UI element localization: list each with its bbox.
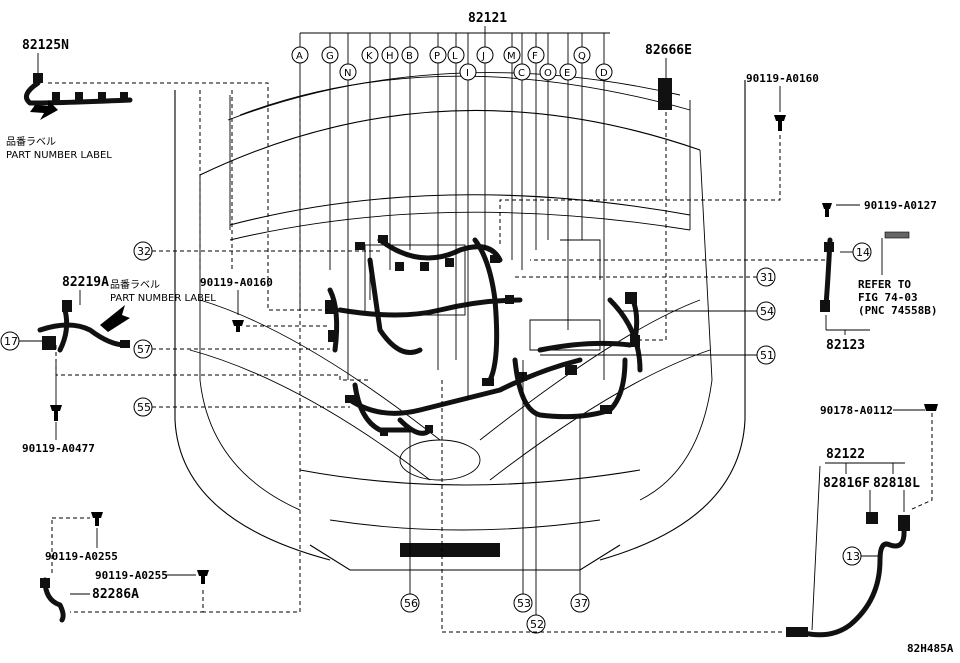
letter-P: P	[429, 33, 447, 370]
svg-text:90119-A0255: 90119-A0255	[95, 569, 168, 582]
svg-text:51: 51	[760, 349, 774, 362]
letter-K: K	[361, 33, 379, 300]
svg-text:17: 17	[4, 335, 18, 348]
label-arrow-icon	[30, 100, 58, 120]
letter-G: G	[321, 33, 339, 270]
right-callouts: 31 54 51	[515, 267, 776, 365]
svg-text:D: D	[600, 68, 608, 79]
part-number-82219A: 82219A	[62, 275, 109, 290]
svg-text:REFER TO: REFER TO	[858, 278, 911, 291]
car-body-outline	[174, 72, 746, 571]
letter-L: L	[447, 33, 465, 360]
svg-text:14: 14	[856, 246, 870, 259]
label-jp-2: 品番ラベル	[110, 279, 160, 291]
letter-Q: Q	[573, 33, 591, 240]
svg-text:F: F	[532, 51, 538, 62]
svg-text:L: L	[452, 51, 458, 62]
letter-E: E	[559, 33, 577, 330]
part-82666E: 82666E	[640, 43, 692, 341]
callout-letters: A G N K H B P L I J M C F O E Q D	[291, 33, 613, 400]
letter-A: A	[291, 33, 309, 310]
svg-text:90119-A0160: 90119-A0160	[746, 72, 819, 85]
part-number-82816F: 82816F	[823, 476, 870, 491]
part-82286A: 90119-A0255 90119-A0255 82286A	[40, 90, 301, 623]
svg-text:90178-A0112: 90178-A0112	[820, 404, 893, 417]
svg-text:A: A	[296, 51, 303, 62]
label-en-1: PART NUMBER LABEL	[6, 150, 112, 161]
svg-text:K: K	[366, 51, 373, 62]
svg-text:90119-A0477: 90119-A0477	[22, 442, 95, 455]
svg-text:G: G	[326, 51, 334, 62]
label-en-2: PART NUMBER LABEL	[110, 293, 216, 304]
svg-text:90119-A0127: 90119-A0127	[864, 199, 937, 212]
part-number-82286A: 82286A	[92, 587, 139, 602]
letter-D: D	[595, 33, 613, 380]
bolt-90119-A0160-top: 90119-A0160	[499, 72, 819, 245]
part-82123-assembly: 90119-A0127 14 REFER TO FIG 74-03 (PNC 7…	[530, 199, 937, 353]
part-number-82122: 82122	[826, 447, 865, 462]
letter-H: H	[381, 33, 399, 270]
svg-text:I: I	[466, 68, 469, 79]
part-number-82125N: 82125N	[22, 38, 69, 53]
svg-text:54: 54	[760, 305, 774, 318]
figure-code: 82H485A	[907, 642, 954, 655]
svg-text:52: 52	[530, 618, 544, 631]
letter-J: J	[476, 33, 494, 250]
svg-text:H: H	[386, 51, 394, 62]
svg-text:B: B	[406, 51, 413, 62]
svg-text:P: P	[434, 51, 440, 62]
letter-C: C	[513, 33, 531, 270]
letter-N: N	[339, 33, 357, 380]
bottom-callouts: 56 53 52 37	[400, 360, 785, 634]
left-callouts: 32 57 55	[133, 241, 380, 417]
letter-O: O	[539, 33, 557, 240]
svg-text:(PNC 74558B): (PNC 74558B)	[858, 304, 937, 317]
svg-text:J: J	[481, 51, 485, 62]
svg-text:Q: Q	[578, 51, 586, 62]
part-number-82666E: 82666E	[645, 43, 692, 58]
engine-harness	[325, 235, 643, 436]
letter-B: B	[401, 33, 419, 250]
svg-text:37: 37	[574, 597, 588, 610]
label-jp-1: 品番ラベル	[6, 136, 56, 148]
part-82219A: 82219A 品番ラベル PART NUMBER LABEL 17 90119-…	[0, 275, 370, 455]
bolt-90119-A0160-mid: 90119-A0160	[199, 90, 330, 332]
svg-text:53: 53	[517, 597, 531, 610]
svg-text:32: 32	[137, 245, 151, 258]
part-82125N: 82125N 品番ラベル PART NUMBER LABEL	[6, 38, 330, 311]
svg-text:E: E	[564, 68, 570, 79]
part-number-82123: 82123	[826, 338, 865, 353]
svg-text:M: M	[507, 51, 516, 62]
svg-text:57: 57	[137, 343, 151, 356]
svg-text:O: O	[544, 68, 552, 79]
svg-text:N: N	[344, 68, 351, 79]
svg-text:FIG 74-03: FIG 74-03	[858, 291, 918, 304]
svg-text:13: 13	[846, 550, 860, 563]
svg-text:90119-A0255: 90119-A0255	[45, 550, 118, 563]
svg-text:90119-A0160: 90119-A0160	[200, 276, 273, 289]
letter-F: F	[527, 33, 545, 250]
main-part-callout: 82121	[300, 11, 610, 34]
letter-M: M	[503, 33, 521, 260]
letter-I: I	[459, 33, 477, 400]
main-part-number: 82121	[468, 11, 507, 26]
svg-text:31: 31	[760, 271, 774, 284]
part-number-82818L: 82818L	[873, 476, 920, 491]
svg-text:56: 56	[404, 597, 418, 610]
svg-text:C: C	[518, 68, 525, 79]
part-82122-assembly: 90178-A0112 82122 82816F 82818L 13	[786, 404, 938, 638]
label-arrow-icon-2	[100, 305, 130, 332]
svg-text:55: 55	[137, 401, 151, 414]
